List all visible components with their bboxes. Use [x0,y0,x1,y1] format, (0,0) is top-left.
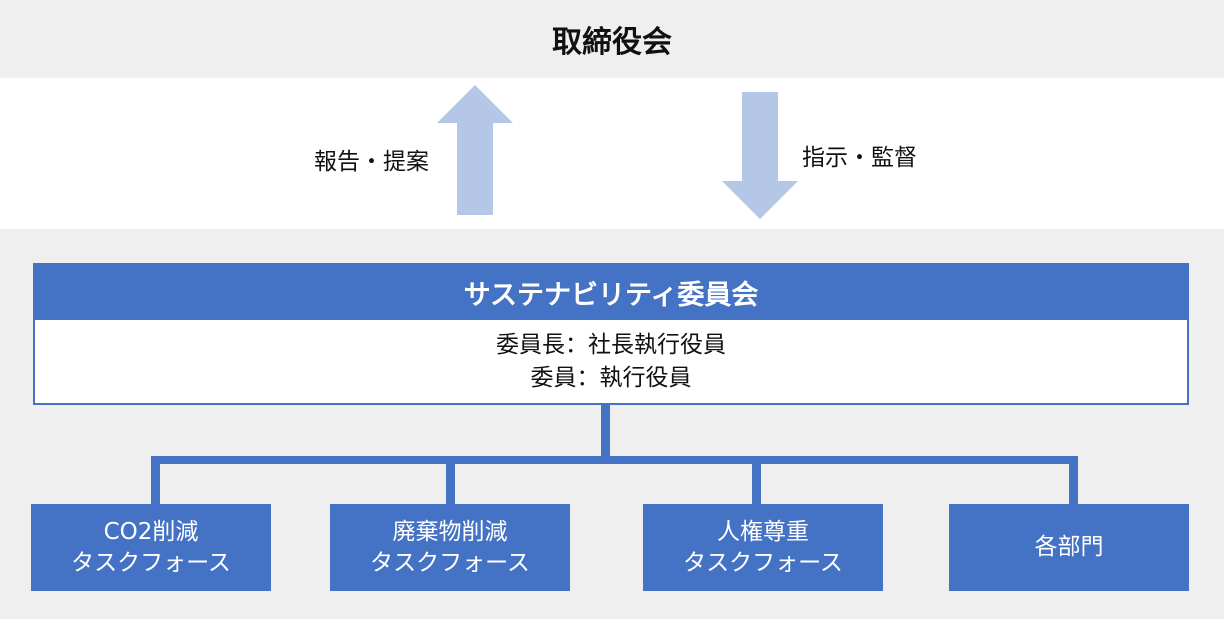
unit-name: 廃棄物削減 [392,518,508,545]
sustainability-committee-box: サステナビリティ委員会 委員長：社長執行役員 委員：執行役員 [33,263,1189,405]
unit-name: 各部門 [1034,534,1104,560]
connector-drop-departments [1069,456,1078,506]
waste-reduction-taskforce-box: 廃棄物削減 タスクフォース [330,504,570,591]
departments-box: 各部門 [949,504,1189,591]
human-rights-taskforce-box: 人権尊重 タスクフォース [643,504,883,591]
co2-reduction-taskforce-box: CO2削減 タスクフォース [31,504,271,591]
unit-type: タスクフォース [370,549,530,576]
board-band [0,0,1224,78]
unit-type: タスクフォース [71,549,231,576]
committee-members-line: 委員：執行役員 [530,364,692,391]
committee-title: サステナビリティ委員会 [463,280,759,311]
committee-header: サステナビリティ委員会 [35,265,1187,320]
committee-members: 委員長：社長執行役員 委員：執行役員 [35,320,1187,403]
unit-type: タスクフォース [683,549,843,576]
connector-drop-waste [446,456,455,506]
unit-name: 人権尊重 [717,518,809,545]
connector-trunk [601,405,610,459]
connector-drop-human-rights [752,456,761,506]
connector-drop-co2 [151,456,160,506]
instruction-supervision-label: 指示・監督 [802,145,917,171]
connector-bar [151,456,1078,464]
report-proposal-label: 報告・提案 [314,149,429,175]
instruction-arrow-down-icon [722,92,798,219]
report-arrow-up-icon [437,85,513,215]
board-title: 取締役会 [552,25,672,60]
unit-name: CO2削減 [103,518,199,545]
committee-chair-line: 委員長：社長執行役員 [496,331,726,358]
